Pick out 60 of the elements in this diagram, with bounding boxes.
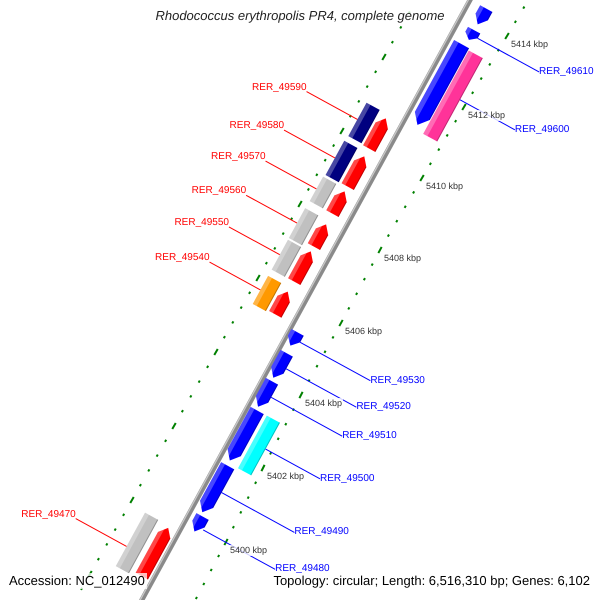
gene-label: RER_49510 (342, 430, 397, 442)
accession-text: Accession: NC_012490 (7, 573, 147, 589)
gene-feature (256, 378, 278, 407)
gene-feature (192, 513, 209, 532)
feature-bar (272, 240, 302, 278)
gene-feature (326, 190, 347, 218)
scale-label: 5414 kbp (510, 39, 550, 50)
scale-label: 5406 kbp (344, 326, 384, 337)
gene-label: RER_49550 (174, 216, 229, 229)
gene-feature (269, 290, 290, 318)
gene-feature (288, 250, 313, 286)
feature-bar (348, 102, 380, 144)
gene-label: RER_49540 (155, 252, 210, 264)
gene-feature (227, 406, 264, 460)
gene-feature (465, 26, 480, 40)
gene-label: RER_49490 (294, 526, 349, 538)
gene-feature (200, 462, 234, 512)
leader-line (246, 194, 298, 224)
scale-label: 5410 kbp (425, 181, 464, 192)
gene-label: RER_49610 (539, 66, 594, 78)
feature-bar (116, 512, 158, 574)
feature-bar (288, 208, 318, 246)
gene-label: RER_49560 (192, 185, 246, 198)
scale-label: 5404 kbp (304, 398, 344, 409)
gene-label: RER_49500 (320, 472, 374, 485)
scale-label: 5412 kbp (467, 110, 506, 121)
leader-line (265, 448, 320, 480)
gene-feature (342, 155, 366, 190)
gene-label: RER_49590 (252, 82, 307, 94)
gene-feature (363, 117, 388, 152)
leader-line (209, 262, 261, 290)
scale-label: 5400 kbp (229, 545, 268, 556)
gene-label: RER_49520 (356, 401, 411, 414)
leader-line (300, 342, 371, 382)
leader-line (477, 38, 540, 72)
leader-line (221, 492, 295, 533)
feature-bar (310, 176, 336, 209)
gene-label: RER_49570 (211, 151, 266, 164)
feature-bar (252, 276, 282, 312)
feature-bar (326, 140, 358, 182)
gene-feature (414, 40, 470, 125)
gene-feature (270, 350, 293, 378)
scale-label: 5408 kbp (383, 253, 422, 264)
scale-label: 5402 kbp (266, 471, 306, 482)
gene-label: RER_49470 (21, 508, 76, 521)
leader-line (270, 396, 343, 437)
leader-line (75, 518, 128, 547)
leader-line (228, 226, 280, 256)
leader-line (306, 91, 358, 120)
gene-label: RER_49530 (370, 374, 425, 387)
genome-info-text: Topology: circular; Length: 6,516,310 bp; Genes: 6,102 (271, 573, 592, 589)
leader-line (286, 368, 357, 408)
gene-label: RER_49480 (275, 563, 330, 576)
gene-feature (475, 5, 493, 24)
gene-feature (288, 329, 304, 346)
gene-label: RER_49580 (230, 120, 284, 132)
gene-feature (308, 223, 328, 250)
leader-line (284, 130, 336, 158)
gene-label: RER_49600 (514, 124, 570, 136)
leader-line (265, 160, 317, 190)
